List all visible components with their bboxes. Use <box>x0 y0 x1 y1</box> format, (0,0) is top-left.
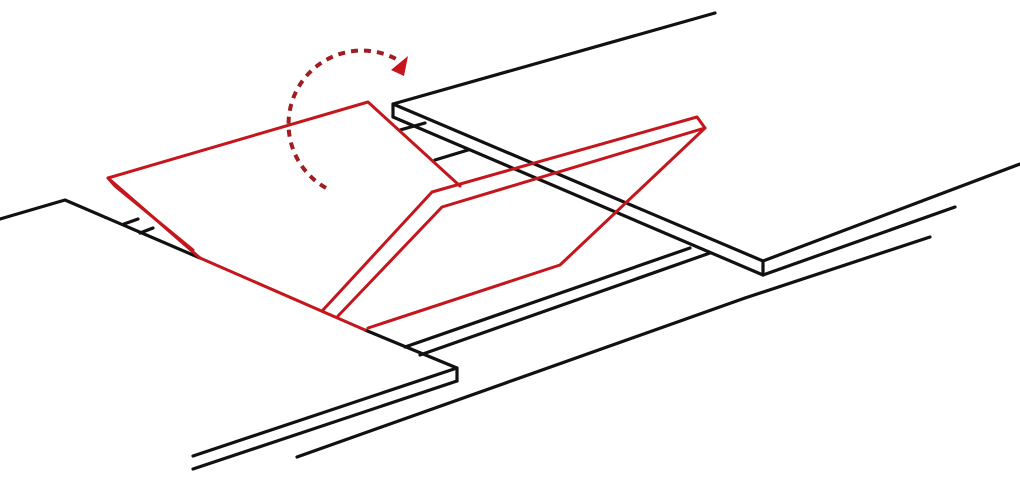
leaf-left-panel <box>106 100 462 260</box>
rail-stub <box>398 121 427 132</box>
leaf-right-panel-edge <box>336 126 707 318</box>
rail-upper <box>403 246 692 349</box>
rotation-arrow-arc <box>286 48 399 190</box>
right-table-inner-top-edge <box>391 102 765 263</box>
left-table-apron <box>191 379 459 471</box>
rotation-arrow-head <box>391 56 408 76</box>
leaf-hinge-line <box>198 256 367 332</box>
right-table-inner-bottom-edge <box>391 115 765 277</box>
right-table-apron <box>761 205 957 277</box>
right-table-base-line <box>743 235 932 300</box>
right-table-front-edge <box>761 162 1020 263</box>
leaf-right-panel <box>321 115 707 330</box>
left-table-half <box>0 198 747 471</box>
right-table-half <box>391 11 1020 300</box>
butterfly-leaf <box>106 100 707 332</box>
rail-stub <box>433 148 470 162</box>
left-table-back-edge <box>0 198 202 260</box>
slide-rails <box>122 121 712 357</box>
rotation-arrow-icon <box>286 48 408 190</box>
left-table-front-edge <box>191 366 459 458</box>
right-table-back-edge <box>391 11 717 119</box>
left-table-base-line <box>295 296 747 459</box>
rail-lower <box>418 251 712 357</box>
rail-stub <box>122 217 140 226</box>
leaf-left-panel-edge <box>106 176 195 252</box>
